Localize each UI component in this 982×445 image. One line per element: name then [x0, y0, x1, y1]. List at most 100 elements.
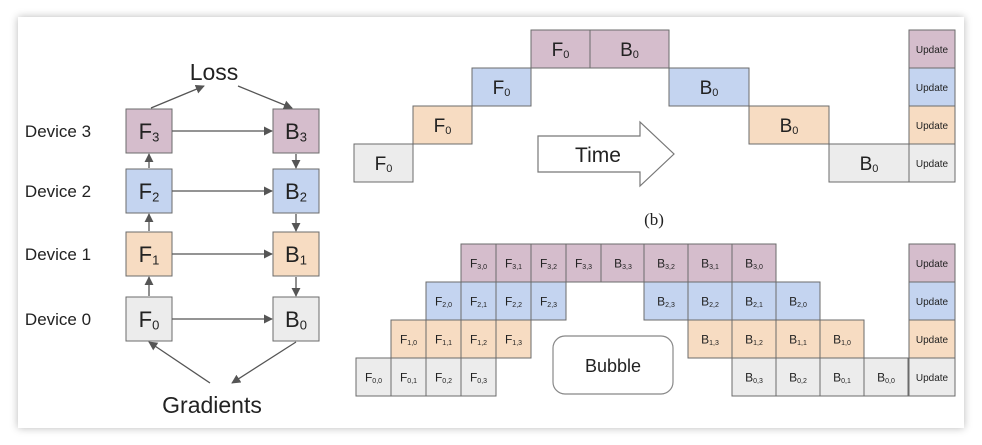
backward-microbatch-block-box — [819, 357, 865, 397]
device-label: Device 0 — [25, 310, 91, 329]
backward-microbatch-block-label: B2,3 — [657, 294, 675, 308]
update-label: Update — [916, 335, 949, 346]
forward-microbatch-block: F3,2 — [530, 243, 567, 283]
gradient-arrow-forward — [148, 341, 211, 384]
update-block: Update — [908, 319, 956, 359]
backward-microbatch-block-label: B1,3 — [701, 332, 719, 346]
backward-microbatch-block-label: B1,1 — [789, 332, 807, 346]
forward-microbatch-block-box — [460, 319, 497, 359]
backward-block-row-3: B0 — [589, 29, 670, 69]
backward-microbatch-block-box — [775, 281, 821, 321]
update-label: Update — [916, 121, 949, 132]
backward-block-row-1-label: B0 — [780, 116, 799, 137]
backward-block-device-3: B3 — [272, 108, 320, 154]
backward-microbatch-block-box — [863, 357, 909, 397]
forward-block-row-0: F0 — [353, 143, 414, 183]
backward-microbatch-block-label: B3,0 — [745, 256, 763, 270]
forward-block-row-3-label: F0 — [552, 40, 570, 61]
backward-microbatch-block: B0,2 — [775, 357, 821, 397]
update-label: Update — [916, 159, 949, 170]
forward-block-device-2-label: F2 — [139, 179, 160, 205]
backward-block-device-2-box — [272, 168, 320, 214]
loss-label: Loss — [190, 59, 239, 85]
forward-microbatch-block-box — [390, 357, 427, 397]
update-block: Update — [908, 29, 956, 69]
forward-block-device-1-label: F1 — [139, 242, 160, 268]
to-loss-arrow — [150, 84, 205, 109]
backward-microbatch-block: B2,3 — [643, 281, 689, 321]
backward-block-row-2-label: B0 — [700, 78, 719, 99]
backward-microbatch-block: B0,1 — [819, 357, 865, 397]
forward-microbatch-block: F1,0 — [390, 319, 427, 359]
update-label: Update — [916, 373, 949, 384]
update-block: Update — [908, 143, 956, 183]
update-label: Update — [916, 83, 949, 94]
backward-microbatch-block-box — [731, 357, 777, 397]
forward-block-device-1-box — [125, 231, 173, 277]
forward-microbatch-block-box — [530, 281, 567, 321]
backward-block-row-2-box — [668, 67, 750, 107]
forward-block-row-0-box — [353, 143, 414, 183]
update-block: Update — [908, 105, 956, 145]
backward-microbatch-block: B2,2 — [687, 281, 733, 321]
backward-block-device-0-label: B0 — [285, 307, 307, 333]
forward-microbatch-block: F2,2 — [495, 281, 532, 321]
forward-microbatch-block: F1,2 — [460, 319, 497, 359]
update-label: Update — [916, 259, 949, 270]
backward-microbatch-block: B3,0 — [731, 243, 777, 283]
forward-microbatch-block: F1,1 — [425, 319, 462, 359]
forward-microbatch-block: F3,1 — [495, 243, 532, 283]
time-label: Time — [575, 144, 621, 167]
backward-block-row-2: B0 — [668, 67, 750, 107]
backward-block-device-0: B0 — [272, 296, 320, 342]
forward-block-device-0-label: F0 — [139, 307, 160, 333]
forward-microbatch-block-box — [355, 357, 392, 397]
forward-microbatch-block-label: F3,3 — [575, 256, 592, 270]
backward-microbatch-block-label: B3,2 — [657, 256, 675, 270]
device-label: Device 2 — [25, 182, 91, 201]
device-label: Device 1 — [25, 245, 91, 264]
forward-block-device-2: F2 — [125, 168, 173, 214]
forward-block-device-3-label: F3 — [139, 119, 160, 145]
backward-block-device-1-label: B1 — [285, 242, 307, 268]
backward-block-device-1-box — [272, 231, 320, 277]
forward-microbatch-block-label: F2,0 — [435, 294, 452, 308]
backward-block-row-0: B0 — [828, 143, 910, 183]
backward-microbatch-block: B1,3 — [687, 319, 733, 359]
device-label: Device 3 — [25, 122, 91, 141]
forward-block-row-1: F0 — [412, 105, 473, 145]
bubble-box — [552, 335, 674, 395]
forward-microbatch-block-label: F0,0 — [365, 370, 382, 384]
update-block: Update — [908, 281, 956, 321]
backward-microbatch-block-label: B0,0 — [877, 370, 895, 384]
backward-microbatch-block: B2,0 — [775, 281, 821, 321]
forward-microbatch-block-label: F3,1 — [505, 256, 522, 270]
backward-microbatch-block-label: B0,1 — [833, 370, 851, 384]
forward-microbatch-block: F2,1 — [460, 281, 497, 321]
backward-microbatch-block-box — [775, 357, 821, 397]
forward-microbatch-block-label: F2,3 — [540, 294, 557, 308]
update-label: Update — [916, 45, 949, 56]
backward-microbatch-block-label: B1,0 — [833, 332, 851, 346]
forward-microbatch-block-box — [565, 243, 602, 283]
backward-microbatch-block-label: B0,2 — [789, 370, 807, 384]
backward-block-row-3-box — [589, 29, 670, 69]
backward-microbatch-block-label: B2,1 — [745, 294, 763, 308]
forward-microbatch-block-label: F3,0 — [470, 256, 487, 270]
forward-block-row-2-label: F0 — [493, 78, 511, 99]
forward-microbatch-block-label: F3,2 — [540, 256, 557, 270]
forward-microbatch-block-label: F2,2 — [505, 294, 522, 308]
forward-block-row-1-box — [412, 105, 473, 145]
forward-block-device-1: F1 — [125, 231, 173, 277]
forward-microbatch-block: F0,3 — [460, 357, 497, 397]
forward-microbatch-block-label: F0,2 — [435, 370, 452, 384]
forward-block-row-2-box — [471, 67, 532, 107]
backward-microbatch-block-label: B1,2 — [745, 332, 763, 346]
update-block: Update — [908, 357, 956, 397]
backward-block-row-1-box — [748, 105, 830, 145]
backward-microbatch-block: B0,3 — [731, 357, 777, 397]
backward-block-row-0-box — [828, 143, 910, 183]
backward-microbatch-block: B3,3 — [600, 243, 646, 283]
forward-microbatch-block-box — [495, 319, 532, 359]
